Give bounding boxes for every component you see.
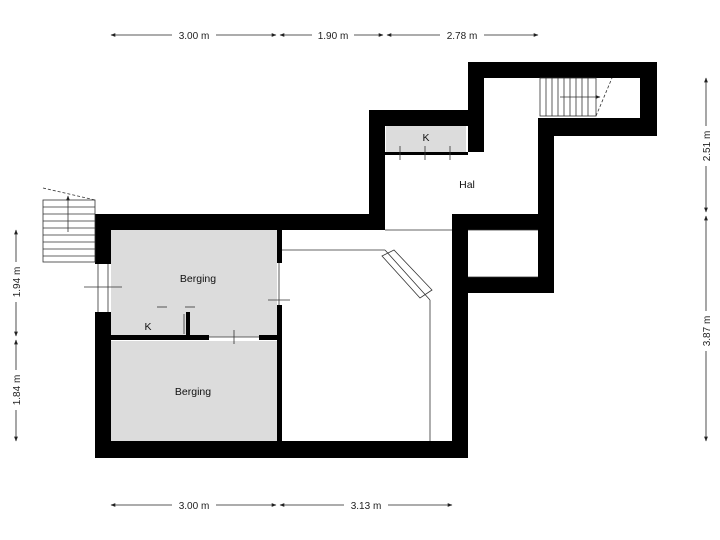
- dim-bottom-2: 3.13 m: [351, 501, 382, 512]
- room-label-berging-top: Berging: [180, 273, 216, 285]
- kast-left-floor: [111, 314, 186, 334]
- berging-bottom-floor: [111, 341, 277, 441]
- room-label-berging-bottom: Berging: [175, 386, 211, 398]
- fixtures: [42, 77, 613, 441]
- walls: [95, 62, 657, 458]
- dim-left-1: 1.94 m: [12, 267, 23, 298]
- dim-bottom-1: 3.00 m: [179, 501, 210, 512]
- dim-top-3: 2.78 m: [447, 31, 478, 42]
- dim-top-2: 1.90 m: [318, 31, 349, 42]
- room-label-kast-top: K: [422, 132, 429, 144]
- dim-top-1: 3.00 m: [179, 31, 210, 42]
- dim-right-2: 3.87 m: [702, 316, 713, 347]
- dim-right-1: 2.51 m: [702, 131, 713, 162]
- dim-left-2: 1.84 m: [12, 375, 23, 406]
- room-label-kast-left: K: [144, 321, 151, 333]
- room-label-hal: Hal: [459, 179, 475, 191]
- kast-top-floor: [386, 126, 466, 154]
